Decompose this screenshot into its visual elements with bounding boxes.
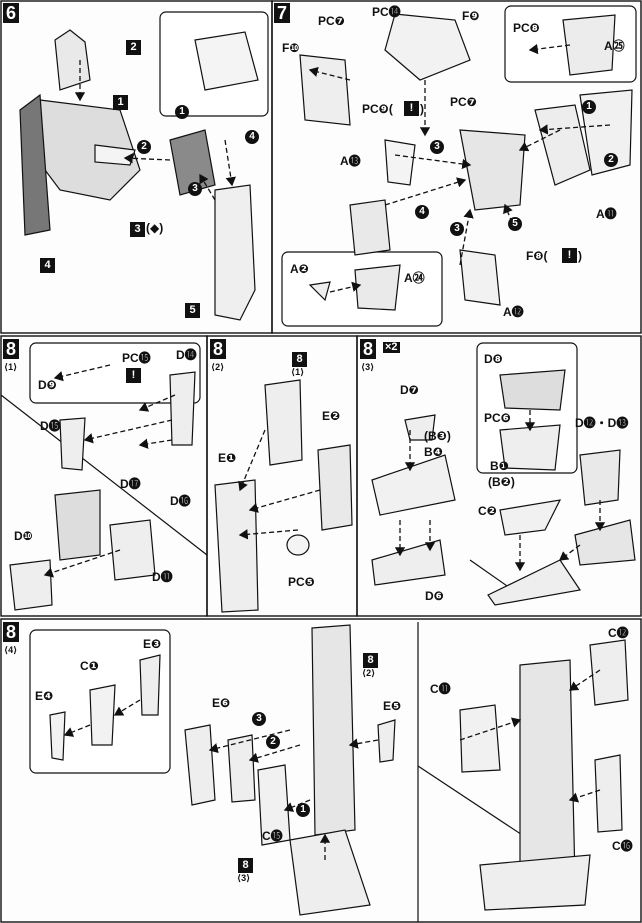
ref-step-8-1: 8 [292, 352, 307, 367]
part-1-label: 1 [113, 95, 128, 110]
label-d6: D❻ [425, 589, 444, 603]
label-a11: A⓫ [596, 207, 617, 221]
label-e3: E❸ [143, 637, 162, 651]
label-a12: A⓬ [503, 305, 524, 319]
label-pc5: PC❺ [288, 575, 315, 589]
warning-icon-pc9: ! [404, 101, 419, 116]
label-pc9-close: ) [420, 102, 424, 116]
step7-seq-5: 5 [508, 217, 522, 231]
label-e5: E❺ [383, 699, 402, 713]
label-c2: C❷ [478, 504, 497, 518]
label-e1: E❶ [218, 451, 237, 465]
label-d11: D⓫ [152, 570, 173, 584]
label-d17: D⓱ [120, 477, 141, 491]
step-8-3-number: 8 [360, 339, 377, 359]
label-d14: D⓮ [176, 348, 197, 362]
panel-step-7-border [271, 0, 642, 334]
label-a13: A⓭ [340, 154, 361, 168]
part-3-label: 3 [130, 222, 145, 237]
label-c11: C⓫ [430, 682, 451, 696]
ref-step-8-3: 8 [238, 858, 253, 873]
panel-step-8-4-border [0, 618, 642, 923]
ref-step-8-3-sub: ⟨3⟩ [237, 873, 251, 883]
step-8-1-number: 8 [3, 339, 20, 359]
part-2-label: 2 [126, 40, 141, 55]
label-b3: (B❸) [424, 429, 451, 443]
label-c16: C⓰ [612, 839, 633, 853]
step-8-4-sub: ⟨4⟩ [4, 645, 18, 655]
label-c12: C⓬ [608, 626, 629, 640]
step8-4-seq-1: 1 [296, 803, 310, 817]
label-f9: F❾ [462, 9, 480, 23]
label-d15: D⓯ [40, 419, 61, 433]
step-8-4-number: 8 [3, 622, 20, 642]
step6-seq-4: 4 [245, 130, 259, 144]
warning-icon-pc15: ! [126, 368, 141, 383]
part-3-rotate-mark: (◆) [146, 221, 164, 235]
step7-seq-3a: 3 [430, 140, 444, 154]
label-e2: E❷ [322, 409, 341, 423]
label-a24: A㉔ [404, 271, 425, 285]
label-a25: A㉕ [604, 39, 625, 53]
label-b4: B❹ [424, 445, 443, 459]
step7-seq-2: 2 [604, 153, 618, 167]
label-pc8: PC❽ [513, 21, 540, 35]
part-5-label: 5 [185, 303, 200, 318]
step7-seq-1: 1 [582, 100, 596, 114]
step-8-1-sub: ⟨1⟩ [4, 362, 18, 372]
label-e6: E❻ [212, 696, 231, 710]
label-c1: C❶ [80, 659, 99, 673]
warning-icon-f8: ! [562, 248, 577, 263]
step-8-3-multiplier: ×2 [383, 341, 400, 353]
label-b1: B❶ [490, 459, 509, 473]
step-8-3-sub: ⟨3⟩ [361, 362, 375, 372]
part-4-label: 4 [40, 258, 55, 273]
step-8-2-sub: ⟨2⟩ [211, 362, 225, 372]
label-f8: F❽( [526, 249, 548, 263]
label-pc15: PC⓯ [122, 351, 151, 365]
step6-seq-1: 1 [175, 105, 189, 119]
head-part [54, 29, 91, 91]
label-pc9: PC❾( [362, 102, 393, 116]
label-d8: D❽ [484, 352, 503, 366]
step8-1-inset [29, 342, 201, 404]
label-d10: D❿ [14, 529, 33, 543]
label-c15: C⓯ [262, 829, 283, 843]
step8-4-seq-3: 3 [252, 712, 266, 726]
label-a2: A❷ [290, 262, 309, 276]
label-f8-close: ) [578, 249, 582, 263]
label-pc7-top: PC❼ [318, 14, 345, 28]
label-d7: D❼ [400, 383, 419, 397]
step8-4-seq-2: 2 [266, 735, 280, 749]
ref-step-8-1-sub: ⟨1⟩ [291, 367, 305, 377]
step7-seq-3b: 3 [450, 222, 464, 236]
label-pc14: PC⓮ [372, 5, 401, 19]
label-pc6: PC❻ [484, 411, 511, 425]
step6-seq-2: 2 [137, 140, 151, 154]
step7-seq-4: 4 [415, 205, 429, 219]
label-d16: D⓰ [170, 494, 191, 508]
panel-step-8-3-border [356, 335, 642, 617]
step6-seq-3: 3 [188, 182, 202, 196]
step-8-2-number: 8 [210, 339, 227, 359]
label-pc7-bottom: PC❼ [450, 95, 477, 109]
step-7-number: 7 [274, 3, 291, 23]
label-e4: E❹ [35, 689, 54, 703]
ref-step-8-2: 8 [363, 653, 378, 668]
label-f10: F❿ [282, 41, 300, 55]
label-d12-d13: D⓬・D⓭ [575, 416, 629, 430]
label-d9: D❾ [38, 378, 57, 392]
ref-step-8-2-sub: ⟨2⟩ [362, 668, 376, 678]
label-b2: (B❷) [488, 475, 515, 489]
step-6-number: 6 [3, 3, 20, 23]
